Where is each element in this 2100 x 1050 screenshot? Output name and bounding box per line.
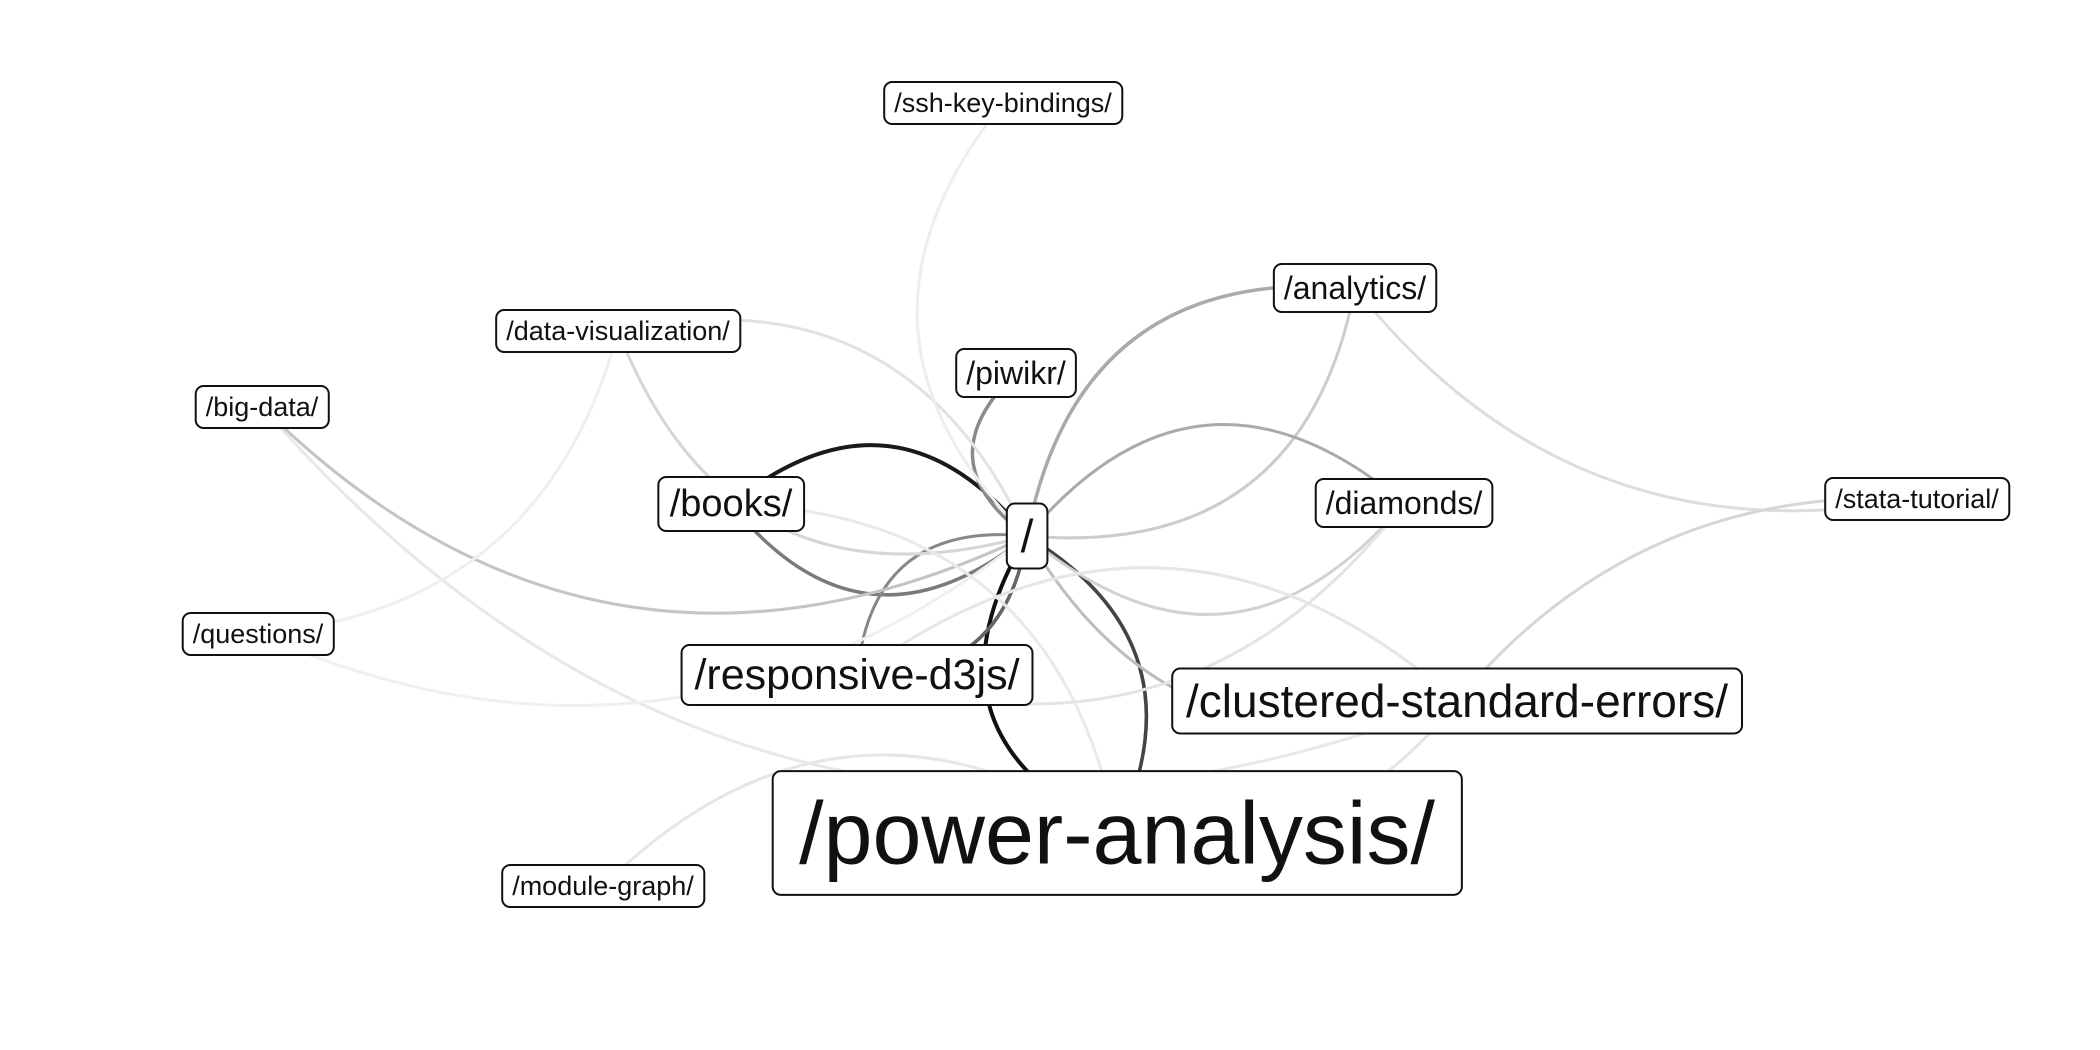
- node-box: [181, 612, 335, 656]
- node-label: /power-analysis/: [799, 784, 1435, 883]
- node-box: [495, 309, 742, 353]
- node-modgraph[interactable]: /module-graph/: [501, 864, 706, 908]
- node-box: [501, 864, 706, 908]
- edge-analytics-stata: [1353, 286, 1919, 513]
- node-box: [657, 476, 806, 532]
- node-questions[interactable]: /questions/: [181, 612, 335, 656]
- node-box: [1272, 263, 1438, 313]
- nodes-layer: / /power-analysis/ /clustered-standard-err…: [181, 81, 2011, 908]
- node-clustered[interactable]: /clustered-standard-errors/: [1171, 667, 1744, 735]
- edge-bigdata-clustered: [260, 405, 1459, 791]
- node-dataviz[interactable]: /data-visualization/: [495, 309, 742, 353]
- node-box: [955, 348, 1077, 398]
- node-label: /: [1021, 510, 1034, 562]
- node-analytics[interactable]: /analytics/: [1272, 263, 1438, 313]
- node-box: [194, 385, 330, 429]
- node-books[interactable]: /books/: [657, 476, 806, 532]
- node-stata[interactable]: /stata-tutorial/: [1824, 477, 2011, 521]
- node-box: [680, 643, 1034, 707]
- node-label: /questions/: [193, 619, 324, 649]
- node-box: [771, 770, 1463, 896]
- edge-questions-root: [256, 534, 1029, 708]
- node-box: [883, 81, 1124, 125]
- node-label: /stata-tutorial/: [1835, 484, 1999, 514]
- node-ssh[interactable]: /ssh-key-bindings/: [883, 81, 1124, 125]
- node-box: [1005, 502, 1049, 570]
- node-power[interactable]: /power-analysis/: [771, 770, 1463, 896]
- node-box: [1824, 477, 2011, 521]
- edge-diamonds-root: [1025, 423, 1406, 538]
- node-piwikr[interactable]: /piwikr/: [955, 348, 1077, 398]
- node-label: /analytics/: [1284, 270, 1426, 306]
- node-label: /diamonds/: [1326, 485, 1483, 521]
- edge-questions-dataviz: [256, 329, 620, 636]
- edge-analytics-root: [1025, 284, 1357, 538]
- node-responsive[interactable]: /responsive-d3js/: [680, 643, 1034, 707]
- node-label: /big-data/: [206, 392, 319, 422]
- edge-root-analytics: [1025, 286, 1357, 540]
- node-label: /piwikr/: [966, 355, 1066, 391]
- node-label: /clustered-standard-errors/: [1186, 675, 1728, 727]
- node-diamonds[interactable]: /diamonds/: [1314, 478, 1494, 528]
- node-root[interactable]: /: [1005, 502, 1049, 570]
- edge-bigdata-root: [260, 405, 1029, 615]
- node-label: /books/: [670, 483, 793, 525]
- node-box: [1314, 478, 1494, 528]
- node-bigdata[interactable]: /big-data/: [194, 385, 330, 429]
- node-box: [1171, 667, 1744, 735]
- edge-clustered-responsive: [855, 566, 1459, 703]
- edge-ssh-root: [915, 101, 1029, 538]
- node-label: /module-graph/: [512, 871, 694, 901]
- edge-root-diamonds: [1025, 501, 1406, 616]
- node-label: /data-visualization/: [506, 316, 730, 346]
- node-label: /responsive-d3js/: [694, 651, 1019, 699]
- node-label: /ssh-key-bindings/: [894, 88, 1112, 118]
- edges-layer: [256, 101, 1919, 888]
- edge-power-books: [729, 502, 1119, 835]
